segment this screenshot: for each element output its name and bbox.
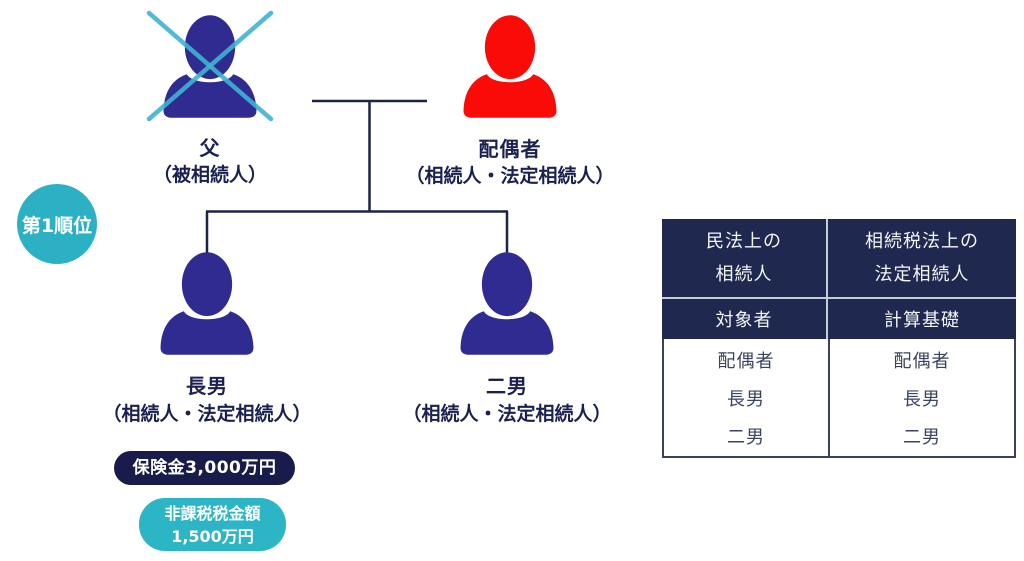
table-subheader-row: 対象者 計算基礎 bbox=[662, 299, 1016, 339]
second-son-role-label: （相続人・法定相続人） bbox=[402, 403, 612, 425]
eldest-son-name-label: 長男 bbox=[186, 374, 228, 398]
second-son-icon bbox=[449, 252, 565, 357]
table-row: 配偶者 bbox=[893, 351, 951, 372]
table-row: 長男 bbox=[903, 389, 941, 410]
table-subheader-calc-basis: 計算基礎 bbox=[826, 299, 1016, 339]
table-body-tax-law-heirs: 配偶者 長男 二男 bbox=[828, 339, 1014, 456]
table-body: 配偶者 長男 二男 配偶者 長男 二男 bbox=[662, 339, 1016, 458]
table-row: 長男 bbox=[727, 389, 765, 410]
spouse-name-label: 配偶者 bbox=[478, 137, 542, 161]
deceased-cross-icon bbox=[141, 5, 279, 127]
table-header-tax-law: 相続税法上の 法定相続人 bbox=[826, 219, 1016, 297]
rank-badge: 第1順位 bbox=[17, 184, 97, 264]
tax-free-label-line2: 1,500万円 bbox=[171, 527, 254, 546]
table-header-row: 民法上の 相続人 相続税法上の 法定相続人 bbox=[662, 219, 1016, 299]
table-row: 二男 bbox=[903, 427, 941, 448]
father-role-label: （被相続人） bbox=[152, 164, 267, 186]
eldest-son-role-label: （相続人・法定相続人） bbox=[102, 403, 312, 425]
rank-badge-label: 第1順位 bbox=[21, 214, 93, 237]
table-subheader-target: 対象者 bbox=[662, 299, 826, 339]
spouse-role-label: （相続人・法定相続人） bbox=[405, 165, 615, 187]
table-header-civil-law: 民法上の 相続人 bbox=[662, 219, 826, 297]
insurance-amount-badge: 保険金3,000万円 bbox=[114, 451, 295, 485]
table-row: 二男 bbox=[727, 427, 765, 448]
tax-free-label-line1: 非課税税金額 bbox=[164, 504, 261, 523]
father-name-label: 父 bbox=[199, 136, 221, 160]
insurance-amount-label: 保険金3,000万円 bbox=[132, 458, 277, 478]
table-body-civil-law-heirs: 配偶者 長男 二男 bbox=[664, 339, 828, 456]
spouse-icon bbox=[452, 15, 568, 120]
eldest-son-icon bbox=[149, 252, 265, 357]
table-row: 配偶者 bbox=[717, 351, 775, 372]
tax-free-amount-badge: 非課税税金額 1,500万円 bbox=[139, 498, 286, 551]
second-son-name-label: 二男 bbox=[486, 374, 528, 398]
heirs-comparison-table: 民法上の 相続人 相続税法上の 法定相続人 対象者 計算基礎 配偶者 長男 二男 bbox=[662, 219, 1016, 458]
